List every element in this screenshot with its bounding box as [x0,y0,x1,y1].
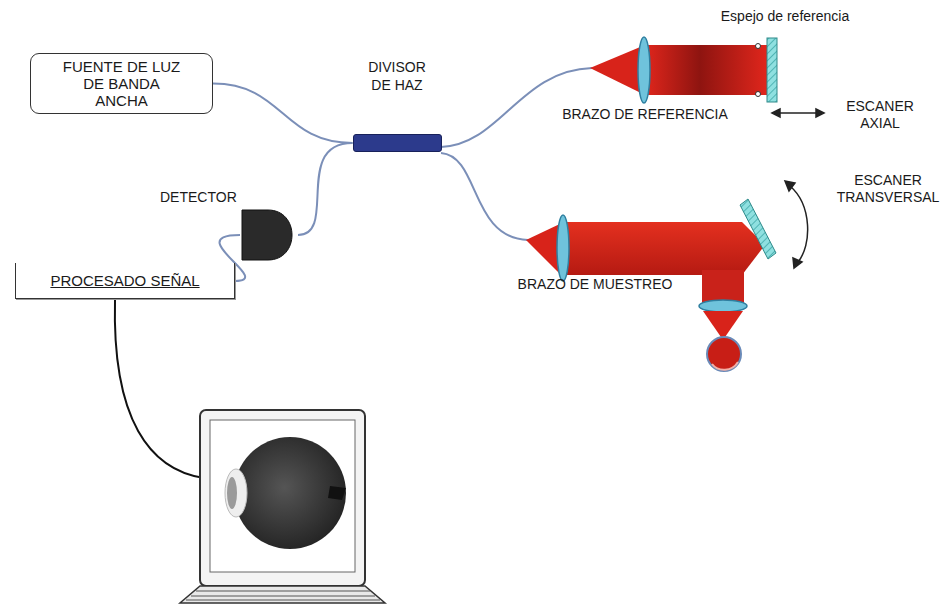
eye-detail [712,362,738,370]
reference-beam [645,45,767,95]
fiber [441,153,528,240]
signal-wire [115,300,204,478]
marker-dot [756,44,761,49]
part-label: Espejo de referencia [700,8,870,25]
marker-dot [756,92,761,97]
transversal-arrow [785,181,808,268]
optical-fiber [298,143,353,235]
reference-mirror [767,38,777,102]
light-cone [703,311,743,340]
box-text: FUENTE DE LUZ DE BANDA ANCHA [61,58,183,109]
optical-fiber [213,84,353,144]
part-label: ESCANER AXIAL [835,98,925,132]
laptop [180,410,385,603]
lens [638,37,650,103]
box-text: PROCESADO SEÑAL [50,272,199,290]
part-label: ESCANER TRANSVERSAL [832,172,944,206]
beam-splitter: DIVISOR DE HAZ [340,58,454,152]
processing-box: PROCESADO SEÑAL [15,263,235,299]
source-box: FUENTE DE LUZ DE BANDA ANCHA [30,53,213,114]
eye [707,337,741,371]
splitter-label: DIVISOR DE HAZ [357,58,437,94]
part-label: BRAZO DE MUESTREO [480,276,710,293]
detector: DETECTOR [160,188,300,262]
splitter-coupler [353,134,442,152]
part-label: BRAZO DE REFERENCIA [530,106,760,123]
lens [557,215,569,281]
detector-symbol [240,208,298,262]
axial-arrow [772,109,824,117]
sample-beam [564,222,765,275]
light-cone [590,45,645,95]
lens [699,300,747,312]
scanning-mirror [740,199,776,259]
detector-label: DETECTOR [160,188,300,206]
